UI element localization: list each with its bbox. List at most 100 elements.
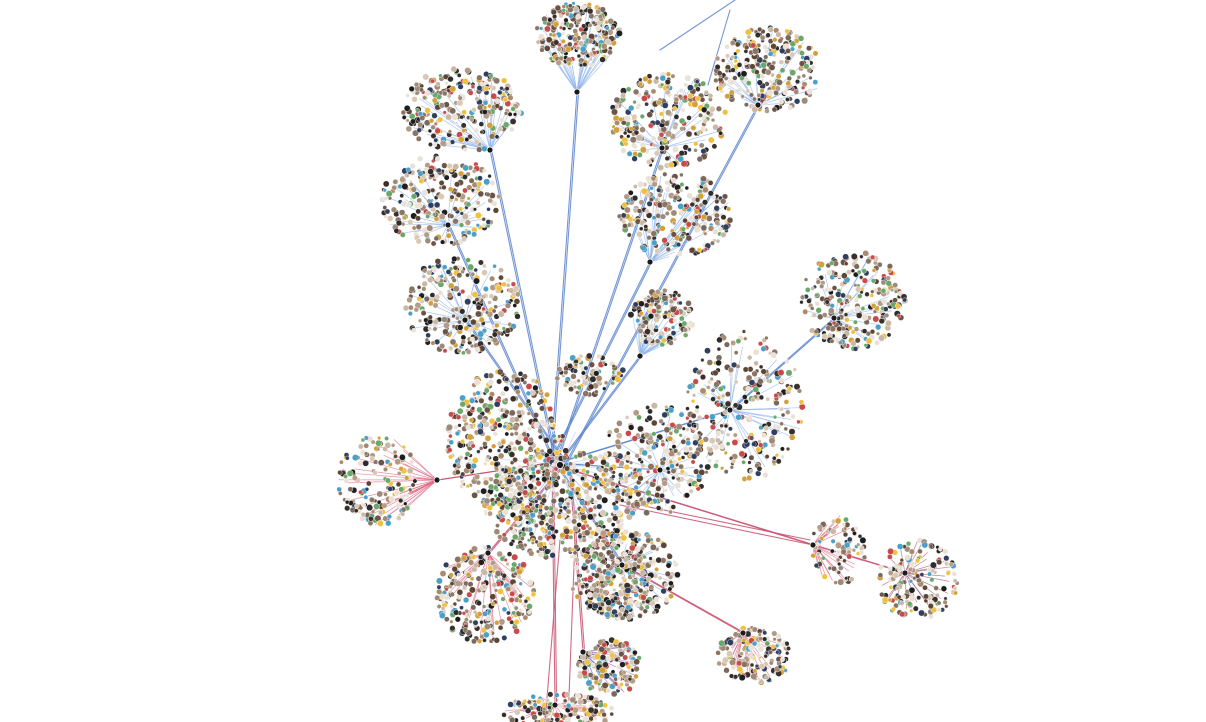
- avatar-node[interactable]: [361, 502, 366, 508]
- avatar-node[interactable]: [575, 491, 580, 496]
- avatar-node[interactable]: [667, 435, 674, 442]
- avatar-node[interactable]: [604, 482, 610, 488]
- avatar-node[interactable]: [509, 441, 515, 447]
- avatar-node[interactable]: [395, 481, 402, 488]
- avatar-node[interactable]: [503, 447, 509, 454]
- avatar-node[interactable]: [651, 235, 657, 241]
- avatar-node[interactable]: [636, 208, 643, 214]
- avatar-node[interactable]: [446, 423, 453, 431]
- avatar-node[interactable]: [773, 399, 780, 407]
- avatar-node[interactable]: [449, 581, 455, 586]
- avatar-node[interactable]: [698, 469, 706, 476]
- avatar-node[interactable]: [551, 433, 557, 439]
- avatar-node[interactable]: [457, 319, 462, 325]
- avatar-node[interactable]: [351, 474, 358, 481]
- avatar-node[interactable]: [735, 414, 742, 421]
- avatar-node[interactable]: [796, 419, 801, 425]
- avatar-node[interactable]: [869, 329, 876, 335]
- avatar-node[interactable]: [812, 79, 819, 85]
- avatar-node[interactable]: [678, 117, 686, 125]
- avatar-node[interactable]: [513, 605, 519, 611]
- avatar-node[interactable]: [487, 565, 494, 572]
- avatar-node[interactable]: [392, 178, 399, 185]
- avatar-node[interactable]: [654, 289, 661, 295]
- avatar-node[interactable]: [424, 337, 429, 342]
- avatar-node[interactable]: [541, 15, 548, 23]
- avatar-node[interactable]: [760, 368, 767, 375]
- avatar-node[interactable]: [601, 496, 609, 504]
- avatar-node[interactable]: [587, 453, 593, 460]
- avatar-node[interactable]: [623, 475, 630, 481]
- avatar-node[interactable]: [735, 338, 742, 344]
- avatar-node[interactable]: [664, 155, 670, 161]
- avatar-node[interactable]: [446, 292, 453, 298]
- avatar-node[interactable]: [476, 449, 481, 454]
- avatar-node[interactable]: [497, 125, 504, 132]
- avatar-node[interactable]: [440, 606, 446, 611]
- avatar-node[interactable]: [771, 60, 777, 66]
- avatar-node[interactable]: [415, 215, 421, 222]
- avatar-node[interactable]: [472, 168, 477, 174]
- avatar-node[interactable]: [512, 583, 518, 589]
- avatar-node[interactable]: [461, 109, 467, 115]
- avatar-node[interactable]: [625, 500, 632, 506]
- avatar-node[interactable]: [482, 168, 487, 173]
- avatar-node[interactable]: [762, 472, 769, 479]
- avatar-node[interactable]: [728, 89, 735, 96]
- avatar-node[interactable]: [458, 222, 465, 228]
- avatar-node[interactable]: [594, 24, 602, 32]
- avatar-node[interactable]: [768, 437, 776, 445]
- avatar-node[interactable]: [598, 477, 603, 482]
- avatar-node[interactable]: [647, 336, 653, 342]
- avatar-node[interactable]: [729, 79, 735, 86]
- avatar-node[interactable]: [836, 325, 843, 332]
- avatar-node[interactable]: [779, 406, 784, 412]
- avatar-node[interactable]: [680, 160, 688, 168]
- avatar-node[interactable]: [544, 25, 551, 33]
- avatar-node[interactable]: [654, 312, 660, 319]
- avatar-node[interactable]: [436, 167, 442, 174]
- avatar-node[interactable]: [432, 302, 439, 309]
- avatar-node[interactable]: [567, 34, 574, 41]
- avatar-node[interactable]: [603, 477, 609, 483]
- avatar-node[interactable]: [651, 402, 658, 410]
- avatar-node[interactable]: [434, 156, 441, 163]
- avatar-node[interactable]: [675, 423, 683, 431]
- avatar-node[interactable]: [619, 460, 625, 466]
- avatar-node[interactable]: [517, 402, 524, 408]
- avatar-node[interactable]: [494, 322, 500, 329]
- avatar-node[interactable]: [432, 142, 438, 148]
- avatar-node[interactable]: [443, 276, 448, 281]
- avatar-node[interactable]: [569, 481, 576, 488]
- avatar-node[interactable]: [892, 282, 899, 288]
- avatar-node[interactable]: [462, 174, 468, 180]
- avatar-node[interactable]: [406, 201, 412, 207]
- avatar-node[interactable]: [393, 453, 398, 459]
- avatar-node[interactable]: [717, 385, 724, 392]
- avatar-node[interactable]: [460, 555, 468, 562]
- avatar-node[interactable]: [676, 242, 682, 248]
- avatar-node[interactable]: [692, 433, 699, 441]
- avatar-node[interactable]: [869, 293, 875, 298]
- link-edge[interactable]: [707, 9, 731, 86]
- avatar-node[interactable]: [571, 1, 576, 6]
- avatar-node[interactable]: [870, 278, 876, 284]
- avatar-node[interactable]: [447, 447, 453, 453]
- avatar-node[interactable]: [508, 487, 514, 493]
- avatar-node[interactable]: [513, 618, 520, 625]
- avatar-node[interactable]: [500, 439, 506, 445]
- avatar-node[interactable]: [707, 190, 714, 197]
- avatar-node[interactable]: [544, 470, 551, 477]
- avatar-node[interactable]: [724, 400, 732, 408]
- avatar-node[interactable]: [672, 337, 677, 342]
- avatar-node[interactable]: [685, 130, 693, 138]
- avatar-node[interactable]: [646, 159, 652, 165]
- avatar-node[interactable]: [785, 446, 791, 452]
- avatar-node[interactable]: [528, 550, 535, 557]
- link-edge[interactable]: [619, 504, 814, 546]
- avatar-node[interactable]: [672, 145, 679, 153]
- avatar-node[interactable]: [406, 296, 413, 304]
- avatar-node[interactable]: [401, 115, 407, 120]
- avatar-node[interactable]: [362, 459, 370, 467]
- avatar-node[interactable]: [449, 213, 455, 219]
